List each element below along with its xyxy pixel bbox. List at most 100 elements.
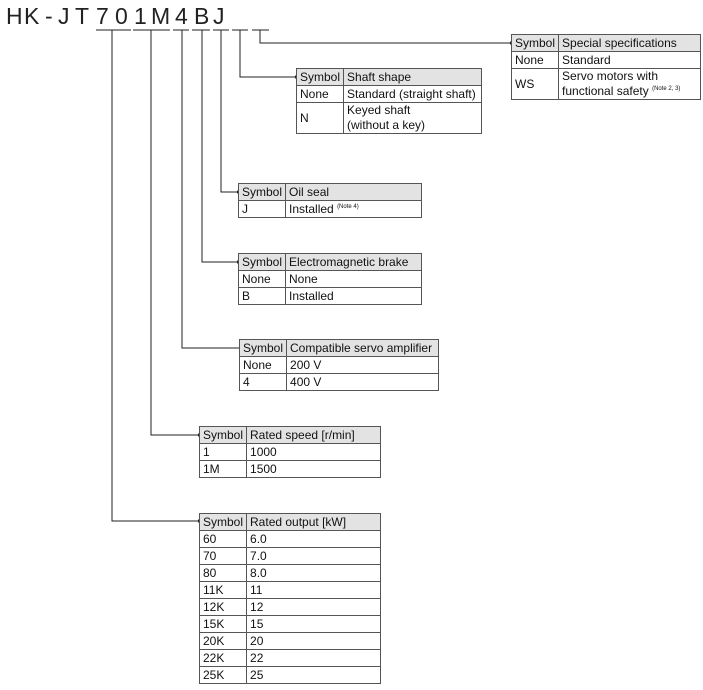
header-symbol: Symbol (237, 183, 287, 201)
value-cell: Keyed shaft (without a key) (343, 102, 482, 134)
symbol-cell: N (295, 102, 345, 134)
model-char-1: 1 (134, 3, 147, 29)
header-electromagnetic-brake: Electromagnetic brake (285, 253, 422, 271)
table-row: 4 400 V (238, 373, 439, 391)
table-header-row: Symbol Oil seal (237, 183, 422, 201)
oil-seal-table: Symbol Oil seal J Installed (Note 4) (237, 183, 422, 218)
symbol-cell: 20K (198, 632, 248, 650)
header-compatible-servo-amplifier: Compatible servo amplifier (286, 339, 439, 357)
table-row: None Standard (510, 51, 701, 69)
model-char-4: 4 (175, 3, 188, 29)
symbol-cell: None (237, 270, 287, 288)
value-cell: 20 (246, 632, 381, 650)
model-char-dash: - (45, 3, 53, 29)
model-char-7: 7 (96, 3, 109, 29)
leader-shaft (239, 30, 297, 78)
header-rated-output: Rated output [kW] (246, 513, 381, 531)
leader-special (259, 30, 512, 44)
value-cell: 1500 (246, 460, 381, 478)
note-label: (Note 4) (337, 204, 359, 210)
table-row: 1 1000 (198, 443, 381, 461)
value-cell: 15 (246, 615, 381, 633)
note-label: (Note 2, 3) (652, 86, 681, 92)
header-symbol: Symbol (198, 513, 248, 531)
table-row: None None (237, 270, 422, 288)
leader-amplifier (181, 30, 241, 349)
header-symbol: Symbol (198, 426, 248, 444)
value-cell: 11 (246, 581, 381, 599)
shaft-shape-table: Symbol Shaft shape None Standard (straig… (295, 68, 482, 134)
table-row: 1M 1500 (198, 460, 381, 478)
symbol-cell: WS (510, 68, 560, 100)
symbol-cell: 1M (198, 460, 248, 478)
value-cell: 22 (246, 649, 381, 667)
model-char-k: K (24, 3, 40, 29)
value-cell: 12 (246, 598, 381, 616)
model-char-j: J (58, 3, 70, 29)
header-rated-speed: Rated speed [r/min] (246, 426, 381, 444)
value-cell: Servo motors with functional safety (Not… (558, 68, 701, 100)
table-header-row: Symbol Rated output [kW] (198, 513, 381, 531)
symbol-cell: 4 (238, 373, 288, 391)
table-header-row: Symbol Shaft shape (295, 68, 482, 86)
value-cell: 8.0 (246, 564, 381, 582)
table-row: N Keyed shaft (without a key) (295, 102, 482, 134)
symbol-cell: 70 (198, 547, 248, 565)
value-cell: Standard (558, 51, 701, 69)
table-row: None Standard (straight shaft) (295, 85, 482, 103)
value-cell: Installed (285, 287, 422, 305)
symbol-cell: 60 (198, 530, 248, 548)
symbol-cell: B (237, 287, 287, 305)
leader-oil-seal (220, 30, 239, 193)
symbol-cell: 25K (198, 666, 248, 684)
symbol-cell: 15K (198, 615, 248, 633)
model-char-t: T (75, 3, 90, 29)
model-char-m: M (151, 3, 171, 29)
header-symbol: Symbol (237, 253, 287, 271)
table-row: None 200 V (238, 356, 439, 374)
symbol-cell: 1 (198, 443, 248, 461)
table-header-row: Symbol Compatible servo amplifier (238, 339, 439, 357)
table-row: WS Servo motors with functional safety (… (510, 68, 701, 100)
model-char-0: 0 (115, 3, 128, 29)
symbol-cell: 80 (198, 564, 248, 582)
header-symbol: Symbol (510, 34, 560, 52)
table-header-row: Symbol Rated speed [r/min] (198, 426, 381, 444)
symbol-cell: 22K (198, 649, 248, 667)
symbol-cell: J (237, 200, 287, 218)
compatible-servo-amplifier-table: Symbol Compatible servo amplifier None 2… (238, 339, 439, 391)
header-oil-seal: Oil seal (285, 183, 422, 201)
value-text: Installed (289, 202, 334, 216)
special-specifications-table: Symbol Special specifications None Stand… (510, 34, 701, 100)
model-code: H K - J T 7 0 1 M 4 B J (0, 0, 703, 40)
model-char-b: B (194, 3, 210, 29)
value-cell: 400 V (286, 373, 439, 391)
model-char-h: H (6, 3, 23, 29)
header-special-specifications: Special specifications (558, 34, 701, 52)
value-cell: Standard (straight shaft) (343, 85, 482, 103)
value-cell: 6.0 (246, 530, 381, 548)
value-cell: None (285, 270, 422, 288)
leader-speed (150, 30, 200, 436)
value-cell: Installed (Note 4) (285, 200, 422, 218)
symbol-cell: 11K (198, 581, 248, 599)
rated-speed-table: Symbol Rated speed [r/min] 1 1000 1M 150… (198, 426, 381, 478)
leader-brake (201, 30, 239, 263)
value-cell: 25 (246, 666, 381, 684)
value-line-1: Keyed shaft (347, 103, 411, 117)
table-header-row: Symbol Special specifications (510, 34, 701, 52)
symbol-cell: None (510, 51, 560, 69)
value-cell: 1000 (246, 443, 381, 461)
table-header-row: Symbol Electromagnetic brake (237, 253, 422, 271)
